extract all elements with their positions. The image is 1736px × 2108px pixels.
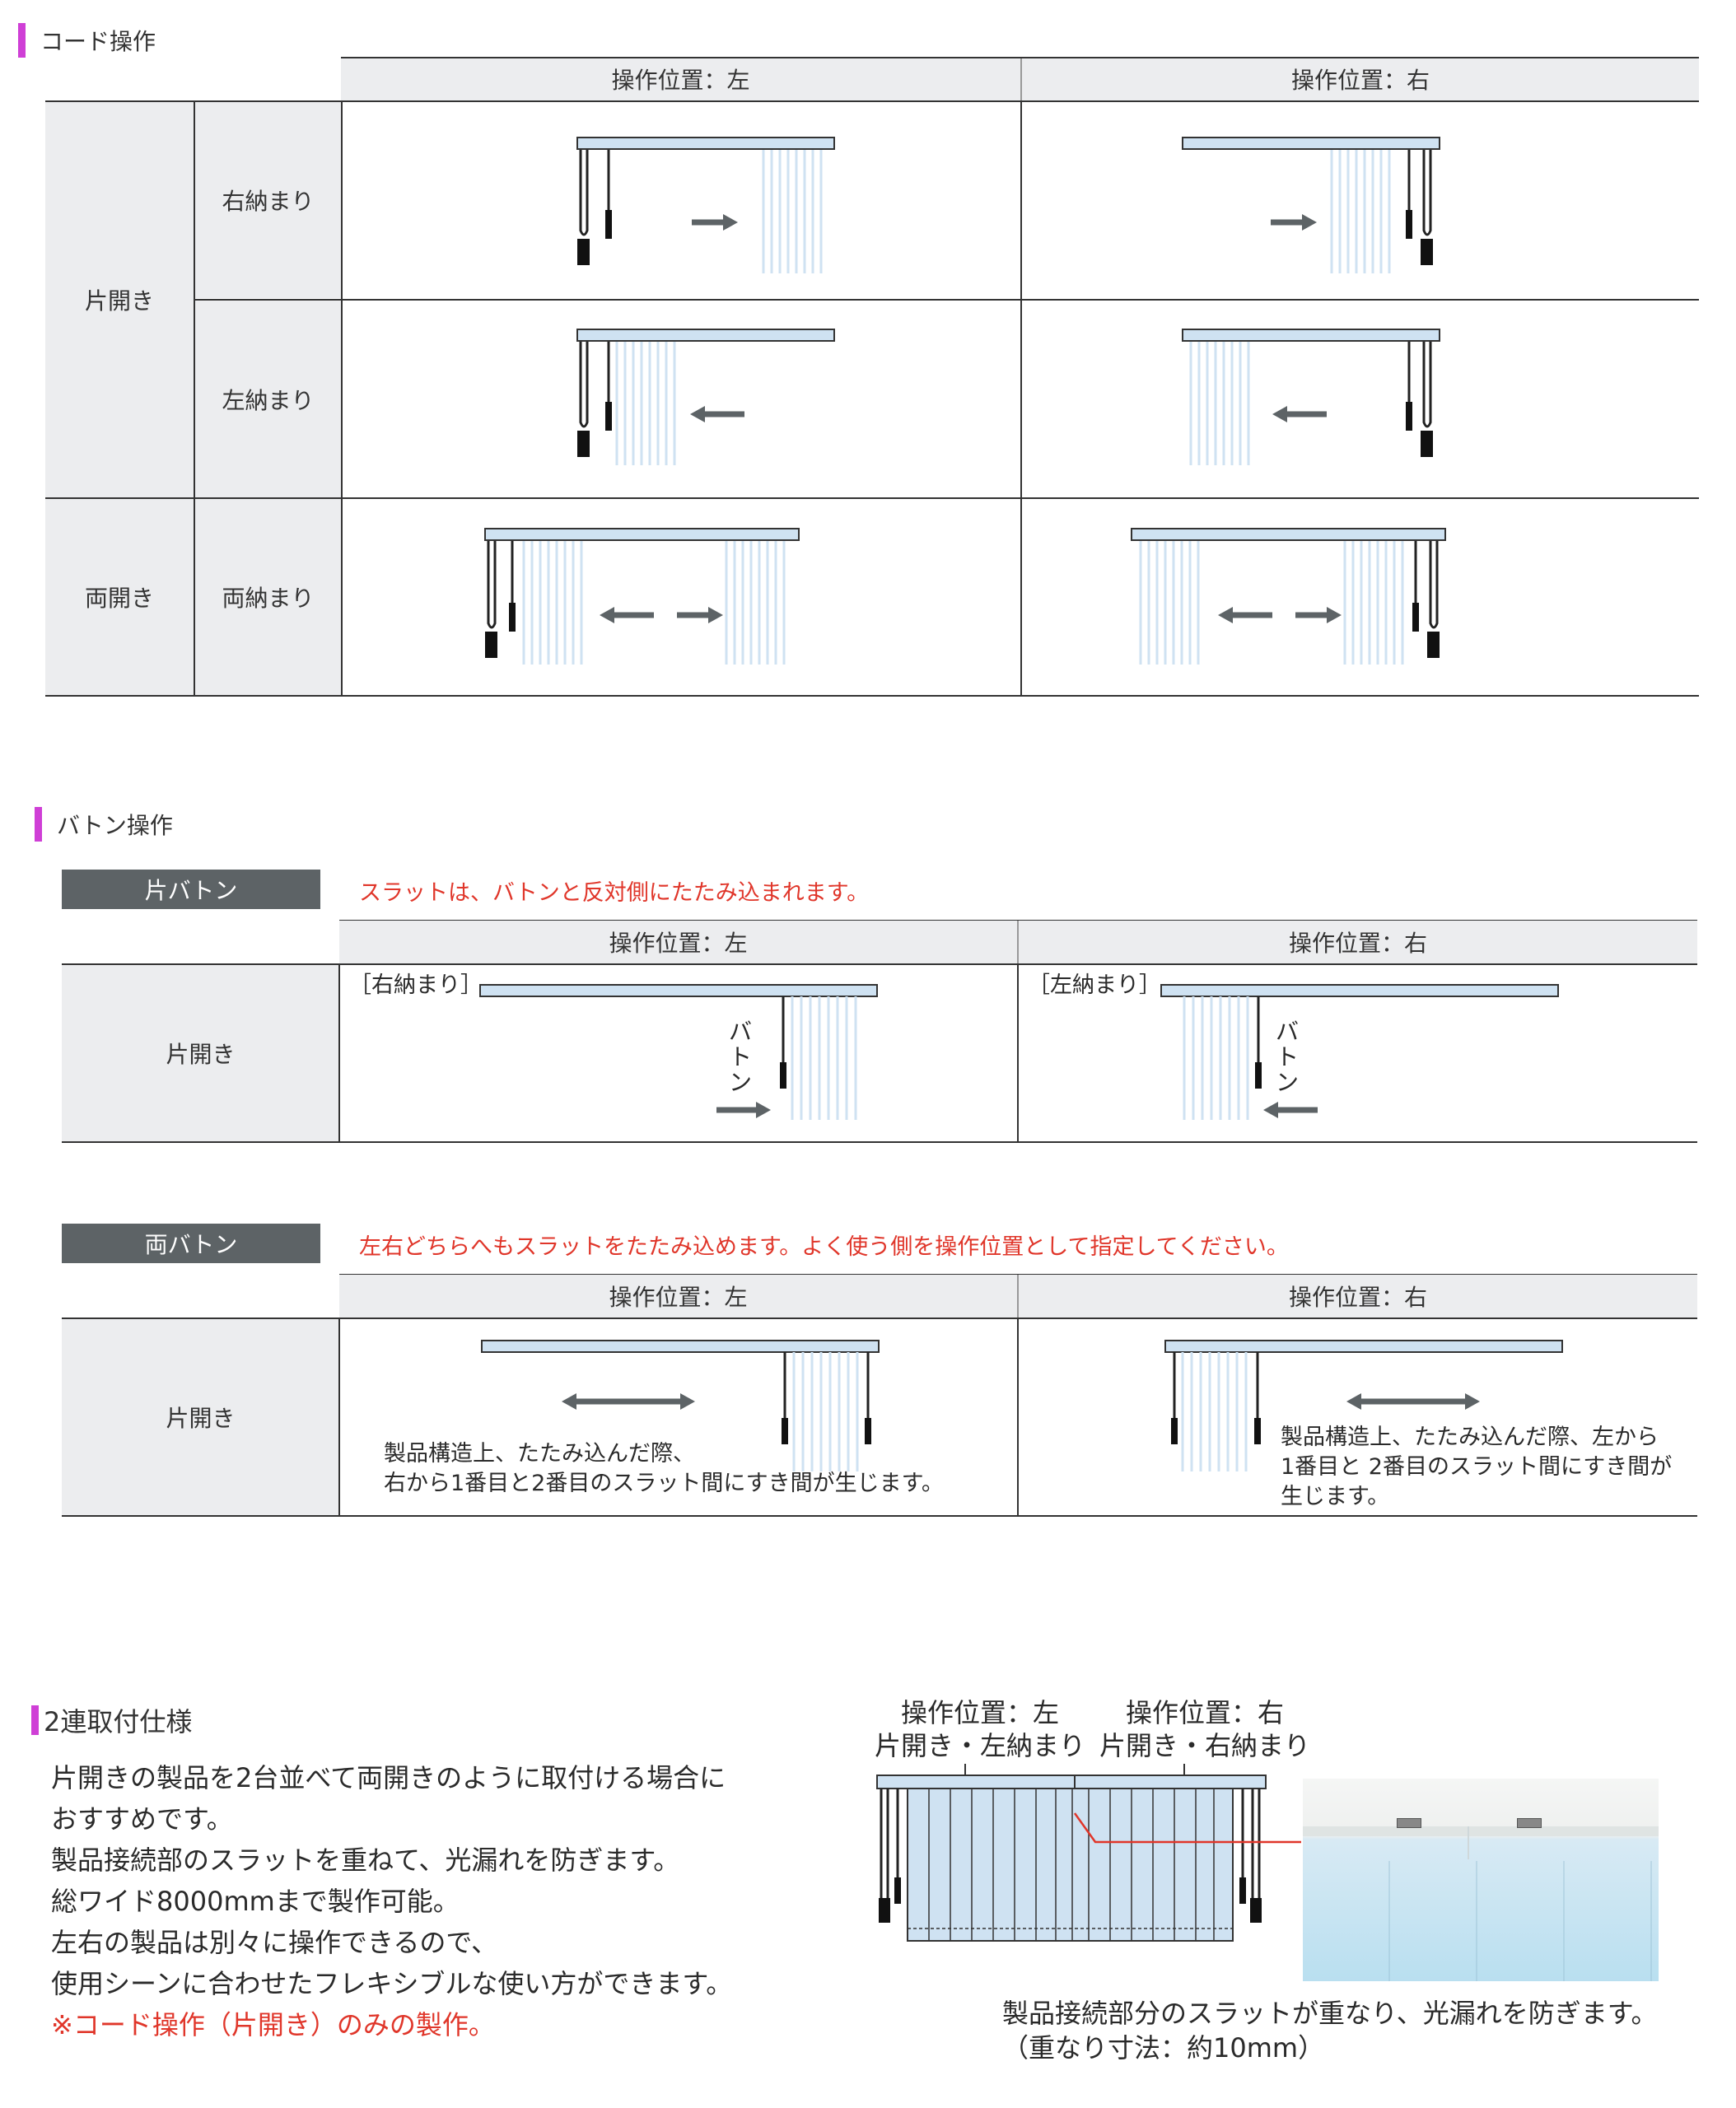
- section-marker: [31, 1705, 39, 1735]
- desc-line: 製品構造上、たたみ込んだ際、左から: [1281, 1425, 1659, 1450]
- single-col-line: [338, 965, 340, 1141]
- double-left-desc: 製品構造上、たたみ込んだ際、 右から1番目と2番目のスラット間にすき間が生じます…: [384, 1439, 944, 1499]
- dual-label-right: 操作位置：右 片開き・右納まり: [1094, 1696, 1316, 1762]
- bracket-icon: [1517, 1818, 1542, 1828]
- bracket-left-fold: ［左納まり］: [1028, 972, 1161, 998]
- dual-photo: [1303, 1779, 1659, 1981]
- double-row-label: 片開き: [62, 1319, 339, 1515]
- section-marker: [18, 23, 26, 58]
- dual-label-left: 操作位置：左 片開き・左納まり: [869, 1696, 1091, 1762]
- cord-header-right: 操作位置：右: [1022, 58, 1699, 100]
- single-baton-tag: 片バトン: [62, 870, 320, 909]
- double-col-line: [338, 1319, 340, 1515]
- cord-row-single: 片開き: [45, 102, 194, 497]
- label-line: 操作位置：左: [900, 1697, 1059, 1728]
- desc-line: 右から1番目と2番目のスラット間にすき間が生じます。: [384, 1471, 944, 1496]
- single-bottom-rule: [62, 1141, 1697, 1143]
- slats-photo: [1303, 1861, 1659, 1981]
- body-line: 使用シーンに合わせたフレキシブルな使い方ができます。: [51, 1968, 733, 1999]
- cord-col-line: [194, 102, 195, 695]
- single-header-right: 操作位置：右: [1019, 921, 1697, 963]
- cord-rule: [45, 100, 1699, 102]
- header-divider: [1020, 58, 1022, 100]
- single-row-label: 片開き: [62, 965, 339, 1141]
- cord-right-right-diagram: [1182, 137, 1440, 273]
- double-bottom-rule: [62, 1515, 1697, 1517]
- double-col-line: [1017, 1319, 1019, 1515]
- cord-left-left-diagram: [576, 329, 835, 465]
- baton-title: バトン操作: [57, 812, 173, 839]
- cord-title: コード操作: [40, 28, 156, 55]
- bracket-right-fold: ［右納まり］: [349, 972, 483, 998]
- cord-left-right-diagram: [576, 137, 835, 273]
- cord-top-rule: [341, 57, 1699, 58]
- caption-line: （重なり寸法：約10mm）: [1002, 2032, 1325, 2064]
- cord-row-rule: [45, 497, 1699, 499]
- body-line: 左右の製品は別々に操作できるので、: [51, 1927, 498, 1958]
- dual-mount-diagram: [876, 1764, 1301, 1942]
- double-header-left: 操作位置：左: [339, 1275, 1017, 1318]
- desc-line: 1番目と 2番目のスラット間にすき間が: [1281, 1454, 1673, 1480]
- baton-section-title: バトン操作: [35, 807, 173, 842]
- cord-header-left: 操作位置：左: [341, 58, 1020, 100]
- baton-vertical-label-right: バトン: [1275, 1018, 1299, 1096]
- caption-line: 製品接続部分のスラットが重なり、光漏れを防ぎます。: [1002, 1998, 1658, 2029]
- baton-vertical-label-left: バトン: [728, 1018, 752, 1096]
- double-baton-left-diagram: [481, 1340, 880, 1471]
- cord-col-line: [341, 102, 343, 695]
- dual-section-title: 2連取付仕様: [31, 1701, 192, 1739]
- header-divider: [1017, 921, 1019, 963]
- single-baton-left-diagram: [479, 984, 878, 1120]
- single-rule: [62, 963, 1697, 965]
- dual-title: 2連取付仕様: [44, 1706, 193, 1737]
- cord-right-both-diagram: [1131, 528, 1446, 665]
- body-line: おすすめです。: [51, 1803, 233, 1835]
- double-baton-tag: 両バトン: [62, 1224, 320, 1263]
- cord-sub-right: 右納まり: [195, 102, 341, 298]
- bracket-icon: [1397, 1818, 1421, 1828]
- cord-sub-both: 両納まり: [195, 499, 341, 695]
- double-header-right: 操作位置：右: [1019, 1275, 1697, 1318]
- cord-row-rule: [194, 299, 1699, 301]
- double-rule: [62, 1318, 1697, 1319]
- dual-note: ※コード操作（片開き）のみの製作。: [51, 2009, 495, 2040]
- desc-line: 生じます。: [1281, 1484, 1390, 1509]
- header-divider: [1017, 1275, 1019, 1318]
- rail-shadow: [1303, 1826, 1659, 1836]
- cord-left-both-diagram: [484, 528, 800, 665]
- double-baton-right-diagram: [1164, 1340, 1563, 1471]
- single-baton-right-diagram: [1160, 984, 1559, 1120]
- single-header-left: 操作位置：左: [339, 921, 1017, 963]
- cord-row-double: 両開き: [45, 499, 194, 695]
- label-line: 片開き・右納まり: [1099, 1730, 1310, 1761]
- cord-sub-left: 左納まり: [195, 301, 341, 497]
- single-top-rule: [339, 920, 1697, 921]
- label-line: 片開き・左納まり: [874, 1730, 1085, 1761]
- cord-col-line: [1020, 102, 1022, 695]
- joint-line: [1468, 1826, 1469, 1859]
- single-col-line: [1017, 965, 1019, 1141]
- cord-bottom-rule: [45, 695, 1699, 697]
- cord-section-title: コード操作: [18, 23, 156, 58]
- section-marker: [35, 807, 42, 842]
- dual-caption: 製品接続部分のスラットが重なり、光漏れを防ぎます。 （重なり寸法：約10mm）: [1002, 1996, 1658, 2065]
- body-line: 製品接続部のスラットを重ねて、光漏れを防ぎます。: [51, 1844, 680, 1876]
- dual-body: 片開きの製品を2台並べて両開きのように取付ける場合に おすすめです。 製品接続部…: [51, 1757, 732, 2045]
- body-line: 総ワイド8000mmまで製作可能。: [51, 1886, 460, 1917]
- body-line: 片開きの製品を2台並べて両開きのように取付ける場合に: [51, 1762, 726, 1793]
- label-line: 操作位置：右: [1125, 1697, 1284, 1728]
- double-baton-note: 左右どちらへもスラットをたたみ込めます。よく使う側を操作位置として指定してくださ…: [359, 1234, 1289, 1260]
- cord-right-left-diagram: [1182, 329, 1440, 465]
- single-baton-note: スラットは、バトンと反対側にたたみ込まれます。: [359, 880, 870, 906]
- double-top-rule: [339, 1274, 1697, 1276]
- desc-line: 製品構造上、たたみ込んだ際、: [384, 1441, 695, 1467]
- double-right-desc: 製品構造上、たたみ込んだ際、左から 1番目と 2番目のスラット間にすき間が 生じ…: [1281, 1423, 1672, 1512]
